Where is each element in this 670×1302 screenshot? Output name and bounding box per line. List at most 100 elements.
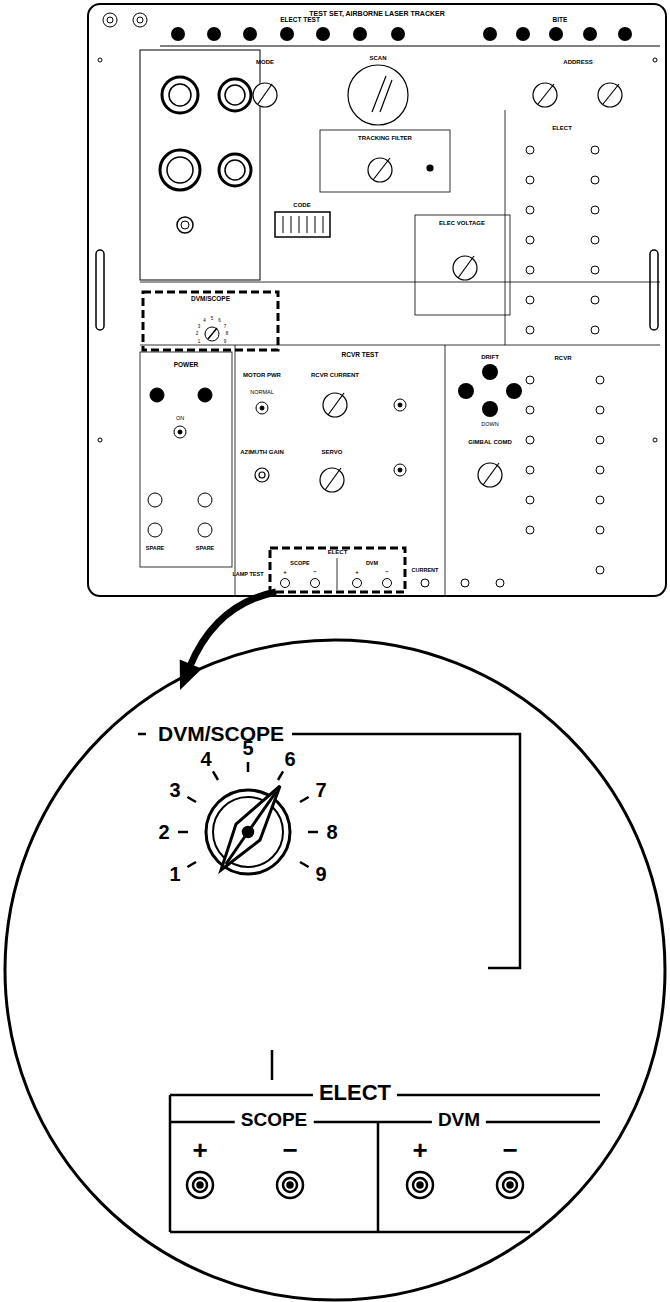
- rotary-switch: [187, 862, 196, 867]
- dial-bracket: [271, 1050, 274, 1080]
- panel-marking: 1: [198, 339, 201, 344]
- panel-marking: 9: [224, 339, 227, 344]
- selector-knobs: [598, 83, 622, 107]
- selector-knobs: [483, 463, 499, 485]
- panel-frame: [235, 345, 236, 596]
- code-switch: [283, 216, 323, 233]
- binding-post: [187, 1172, 523, 1198]
- top-connectors: [107, 17, 113, 23]
- power-section: [150, 388, 164, 402]
- dial-bracket: [292, 734, 520, 968]
- test-jacks: [526, 376, 534, 384]
- test-jacks: [591, 176, 599, 184]
- panel-marking: TRACKING FILTER: [358, 135, 412, 142]
- small-jacks: [281, 579, 290, 588]
- magnifier-circle: [5, 640, 665, 1300]
- section-heading: ELECT: [313, 1081, 397, 1105]
- binding-post: [187, 1172, 213, 1198]
- small-jacks: [337, 558, 338, 590]
- elect-panel-lines: [170, 1231, 530, 1234]
- panel-marking: 4: [203, 319, 206, 324]
- code-switch: [275, 212, 330, 237]
- test-jacks: [526, 176, 534, 184]
- panel-frame: [88, 4, 666, 596]
- test-jacks: [526, 436, 534, 444]
- selector-knobs: [478, 463, 502, 487]
- rotary-switch: [243, 827, 253, 837]
- selector-knobs: [538, 84, 554, 104]
- panel-marking: DOWN: [481, 421, 498, 427]
- panel-frame: [505, 110, 506, 345]
- selector-knobs: [603, 84, 619, 104]
- dial-bracket: [138, 734, 520, 1080]
- panel-marking: DVM: [366, 560, 378, 566]
- push-buttons: [353, 27, 367, 41]
- small-jacks: [353, 579, 362, 588]
- selector-knobs: [368, 158, 392, 182]
- top-connectors: [137, 17, 143, 23]
- power-section: [148, 523, 162, 537]
- test-jacks: [591, 266, 599, 274]
- small-dial: [205, 327, 219, 341]
- panel-marking: −: [313, 569, 317, 576]
- toggle-switches: [178, 430, 182, 434]
- drift-buttons: [458, 383, 474, 399]
- test-jacks: [526, 466, 534, 474]
- top-connectors: [133, 13, 147, 27]
- power-section: [198, 523, 212, 537]
- power-section: [198, 493, 212, 507]
- panel-marking: BITE: [553, 16, 568, 23]
- panel-marking: 7: [224, 324, 227, 329]
- test-jacks: [596, 466, 604, 474]
- push-buttons: [516, 27, 530, 41]
- panel-marking: +: [355, 569, 359, 576]
- panel-marking: ADDRESS: [563, 59, 592, 66]
- rotary-switch: [178, 762, 318, 874]
- elect-panel-lines: [170, 1095, 600, 1232]
- push-buttons: [171, 27, 632, 41]
- panel-marking: ELEC VOLTAGE: [439, 220, 485, 227]
- selector-knobs: [453, 256, 477, 280]
- push-buttons: [316, 27, 330, 41]
- cable-connectors: [225, 85, 245, 105]
- power-section: [140, 352, 232, 567]
- selector-knobs: [320, 130, 450, 192]
- binding-post: [288, 1183, 293, 1188]
- elect-detail: ELECTSCOPEDVM: [170, 1095, 540, 1235]
- test-jacks: [596, 406, 604, 414]
- callout-number: −: [282, 1136, 297, 1165]
- panel-marking: POWER: [174, 361, 199, 368]
- panel-frame: [160, 46, 660, 47]
- callout-number: 8: [326, 821, 337, 843]
- panel-marking: 8: [226, 332, 229, 337]
- push-buttons: [243, 27, 257, 41]
- push-buttons: [280, 27, 294, 41]
- panel-marking: MOTOR PWR: [243, 372, 281, 379]
- test-jacks: [596, 496, 604, 504]
- panel-frame: [445, 345, 446, 596]
- panel-frame: [96, 250, 104, 330]
- cable-connectors: [219, 79, 251, 111]
- binding-post: [418, 1183, 423, 1188]
- binding-post: [413, 1178, 427, 1192]
- rotary-switch: [213, 771, 218, 780]
- test-jacks: [591, 296, 599, 304]
- selector-knobs: [458, 256, 474, 278]
- small-dial: [205, 327, 219, 341]
- small-dial: [208, 328, 217, 339]
- test-jacks: [461, 579, 469, 587]
- test-jacks: [526, 296, 534, 304]
- toggle-switches: [394, 399, 406, 411]
- panel-marking: CODE: [293, 202, 310, 209]
- binding-post: [407, 1172, 433, 1198]
- test-jacks: [596, 436, 604, 444]
- cable-connectors: [140, 50, 260, 280]
- test-jacks: [596, 526, 604, 534]
- panel-marking: SPARE: [196, 545, 215, 551]
- cable-connectors: [140, 50, 260, 280]
- panel-marking: MODE: [256, 59, 274, 66]
- selector-knobs: [348, 65, 408, 125]
- callout-number: −: [502, 1136, 517, 1165]
- test-jacks: [526, 266, 534, 274]
- power-section: [140, 352, 232, 567]
